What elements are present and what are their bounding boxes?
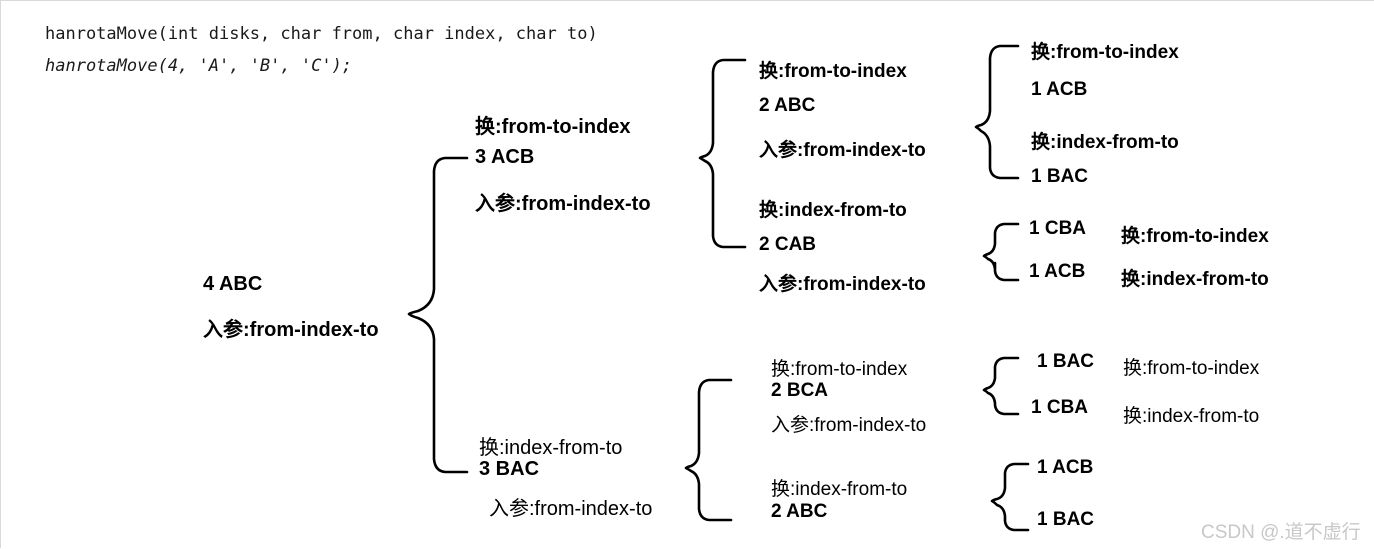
node-l2-0-param: 入参:from-index-to (759, 140, 926, 161)
node-l3-3-label: 1 ACB (1029, 261, 1086, 282)
csdn-watermark: CSDN @.道不虚行 (1201, 522, 1361, 543)
node-l3-5-label: 1 CBA (1031, 397, 1089, 418)
node-l1-1-param: 入参:from-index-to (489, 498, 653, 520)
node-root-label: 4 ABC (203, 273, 263, 295)
node-l2-2-param: 入参:from-index-to (771, 415, 927, 436)
node-l2-3-label: 2 ABC (771, 501, 828, 522)
node-l2-3-swap: 换:index-from-to (771, 479, 908, 500)
node-l2-1-param: 入参:from-index-to (759, 274, 926, 295)
node-l1-0-label: 3 ACB (475, 146, 535, 168)
node-l3-1-label: 1 BAC (1031, 166, 1089, 187)
node-l3-7-label: 1 BAC (1037, 509, 1095, 530)
code-signature: hanrotaMove(int disks, char from, char i… (45, 24, 598, 44)
node-l3-5-swap: 换:index-from-to (1123, 406, 1260, 427)
node-l3-6-label: 1 ACB (1037, 457, 1094, 478)
node-l3-3-swap: 换:index-from-to (1121, 269, 1269, 290)
node-l3-1-swap: 换:index-from-to (1031, 132, 1179, 153)
node-l2-2-swap: 换:from-to-index (771, 359, 908, 380)
code-call: hanrotaMove(4, 'A', 'B', 'C'); (45, 56, 353, 76)
node-l3-2-swap: 换:from-to-index (1121, 226, 1269, 247)
node-l2-1-label: 2 CAB (759, 234, 817, 255)
node-l2-0-swap: 换:from-to-index (759, 61, 907, 82)
node-l1-1-swap: 换:index-from-to (479, 437, 623, 459)
node-l3-4-label: 1 BAC (1037, 351, 1095, 372)
node-l1-0-swap: 换:from-to-index (475, 116, 631, 138)
node-l2-2-label: 2 BCA (771, 380, 829, 401)
node-l2-1-swap: 换:index-from-to (759, 200, 907, 221)
node-l3-2-label: 1 CBA (1029, 218, 1087, 239)
node-l1-1-label: 3 BAC (479, 458, 540, 480)
node-root-param: 入参:from-index-to (203, 319, 379, 341)
node-l2-0-label: 2 ABC (759, 95, 816, 116)
node-l1-0-param: 入参:from-index-to (475, 193, 651, 215)
node-l3-0-swap: 换:from-to-index (1031, 42, 1179, 63)
node-l3-0-label: 1 ACB (1031, 79, 1088, 100)
node-l3-4-swap: 换:from-to-index (1123, 358, 1260, 379)
